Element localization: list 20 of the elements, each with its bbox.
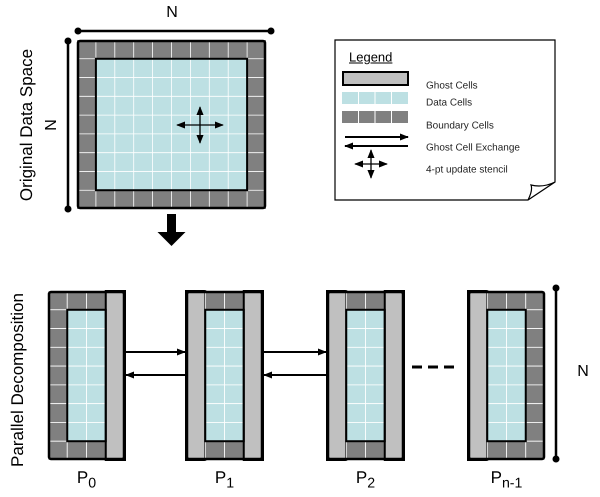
section-heading: Parallel Decomposition <box>8 293 28 467</box>
dimension-label: N <box>577 363 589 381</box>
legend-text: Ghost Cell Exchange <box>426 142 520 154</box>
legend-text: Data Cells <box>426 98 472 108</box>
arrow <box>263 371 326 379</box>
arrow <box>264 348 327 356</box>
block-arrow <box>158 214 186 246</box>
processor-label: P$_{2}$ <box>356 468 376 492</box>
legend-title: Legend <box>349 50 392 64</box>
arrow <box>126 348 186 356</box>
processor-label: P$_{n-1}$ <box>490 468 522 492</box>
dimension-label: N <box>166 4 178 22</box>
section-heading: Original Data Space <box>17 48 37 202</box>
legend-text: 4-pt update stencil <box>426 164 508 176</box>
legend-text: Boundary Cells <box>426 120 494 132</box>
legend-text: Ghost Cells <box>426 80 478 92</box>
processor-label: P$_{0}$ <box>76 468 96 492</box>
dimension-label: N <box>43 119 61 131</box>
arrow <box>125 371 185 379</box>
processor-label: P$_{1}$ <box>214 468 234 492</box>
